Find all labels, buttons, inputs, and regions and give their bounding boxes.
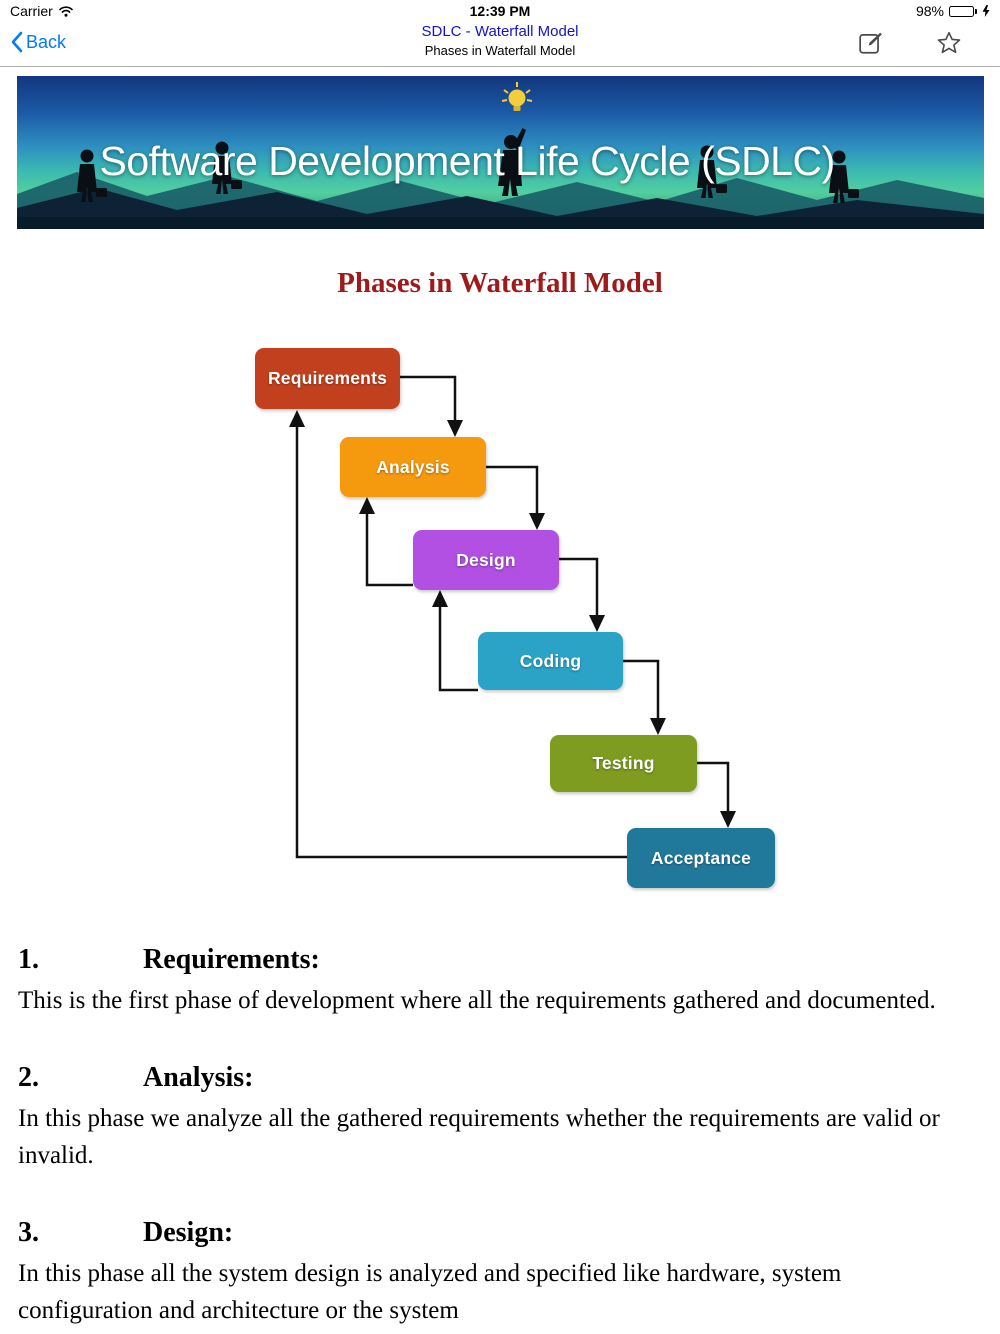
section-design: 3. Design: In this phase all the system d… — [18, 1217, 982, 1330]
battery-percent: 98% — [915, 3, 944, 19]
nav-bar: Back SDLC - Waterfall Model Phases in Wa… — [0, 22, 1000, 67]
section-title: Requirements: — [143, 944, 320, 975]
back-chevron-icon — [11, 31, 23, 53]
back-button[interactable]: Back — [10, 31, 66, 53]
light-bulb-icon — [501, 82, 532, 111]
banner-title: Software Development Life Cycle (SDLC) — [99, 138, 836, 184]
center-person-silhouette — [497, 128, 526, 196]
flow-arrows — [289, 375, 736, 859]
clock: 12:39 PM — [469, 3, 531, 19]
node-analysis: Analysis — [340, 437, 486, 497]
back-label: Back — [26, 31, 67, 52]
star-icon — [937, 31, 961, 54]
favorite-button[interactable] — [936, 30, 962, 56]
section-number: 2. — [18, 1061, 39, 1093]
section-number: 1. — [18, 944, 39, 975]
section-number: 3. — [18, 1216, 39, 1248]
banner-artwork — [16, 82, 984, 229]
charging-bolt-icon — [982, 5, 990, 17]
node-coding: Coding — [478, 632, 623, 690]
status-bar: Carrier 12:39 PM 98% — [0, 0, 1000, 22]
section-body: This is the first phase of development w… — [18, 987, 936, 1014]
section-body: In this phase all the system design is a… — [18, 1259, 842, 1325]
nav-titles: SDLC - Waterfall Model Phases in Waterfa… — [422, 23, 579, 58]
node-acceptance: Acceptance — [627, 828, 775, 888]
carrier-label: Carrier — [10, 3, 53, 19]
compose-button[interactable] — [858, 30, 884, 56]
banner: Software Development Life Cycle (SDLC) — [16, 76, 984, 229]
node-design: Design — [413, 530, 559, 590]
compose-icon — [859, 32, 882, 54]
page-heading: Phases in Waterfall Model — [337, 267, 663, 299]
waterfall-diagram: Requirements Analysis Design Coding Test… — [0, 330, 1000, 910]
battery-nub — [975, 8, 977, 14]
section-body: In this phase we analyze all the gathere… — [18, 1104, 940, 1170]
section-title: Design: — [143, 1216, 234, 1248]
section-title: Analysis: — [143, 1061, 254, 1093]
phase-descriptions: 1. Requirements: This is the first phase … — [0, 944, 1000, 1330]
section-analysis: 2. Analysis: In this phase we analyze all… — [18, 1062, 982, 1175]
nav-title: SDLC - Waterfall Model — [421, 23, 579, 40]
section-requirements: 1. Requirements: This is the first phase … — [18, 944, 982, 1020]
node-requirements: Requirements — [255, 348, 400, 409]
wifi-icon — [58, 6, 73, 17]
nav-subtitle: Phases in Waterfall Model — [424, 43, 576, 58]
node-testing: Testing — [550, 735, 697, 792]
battery-icon — [949, 5, 974, 17]
